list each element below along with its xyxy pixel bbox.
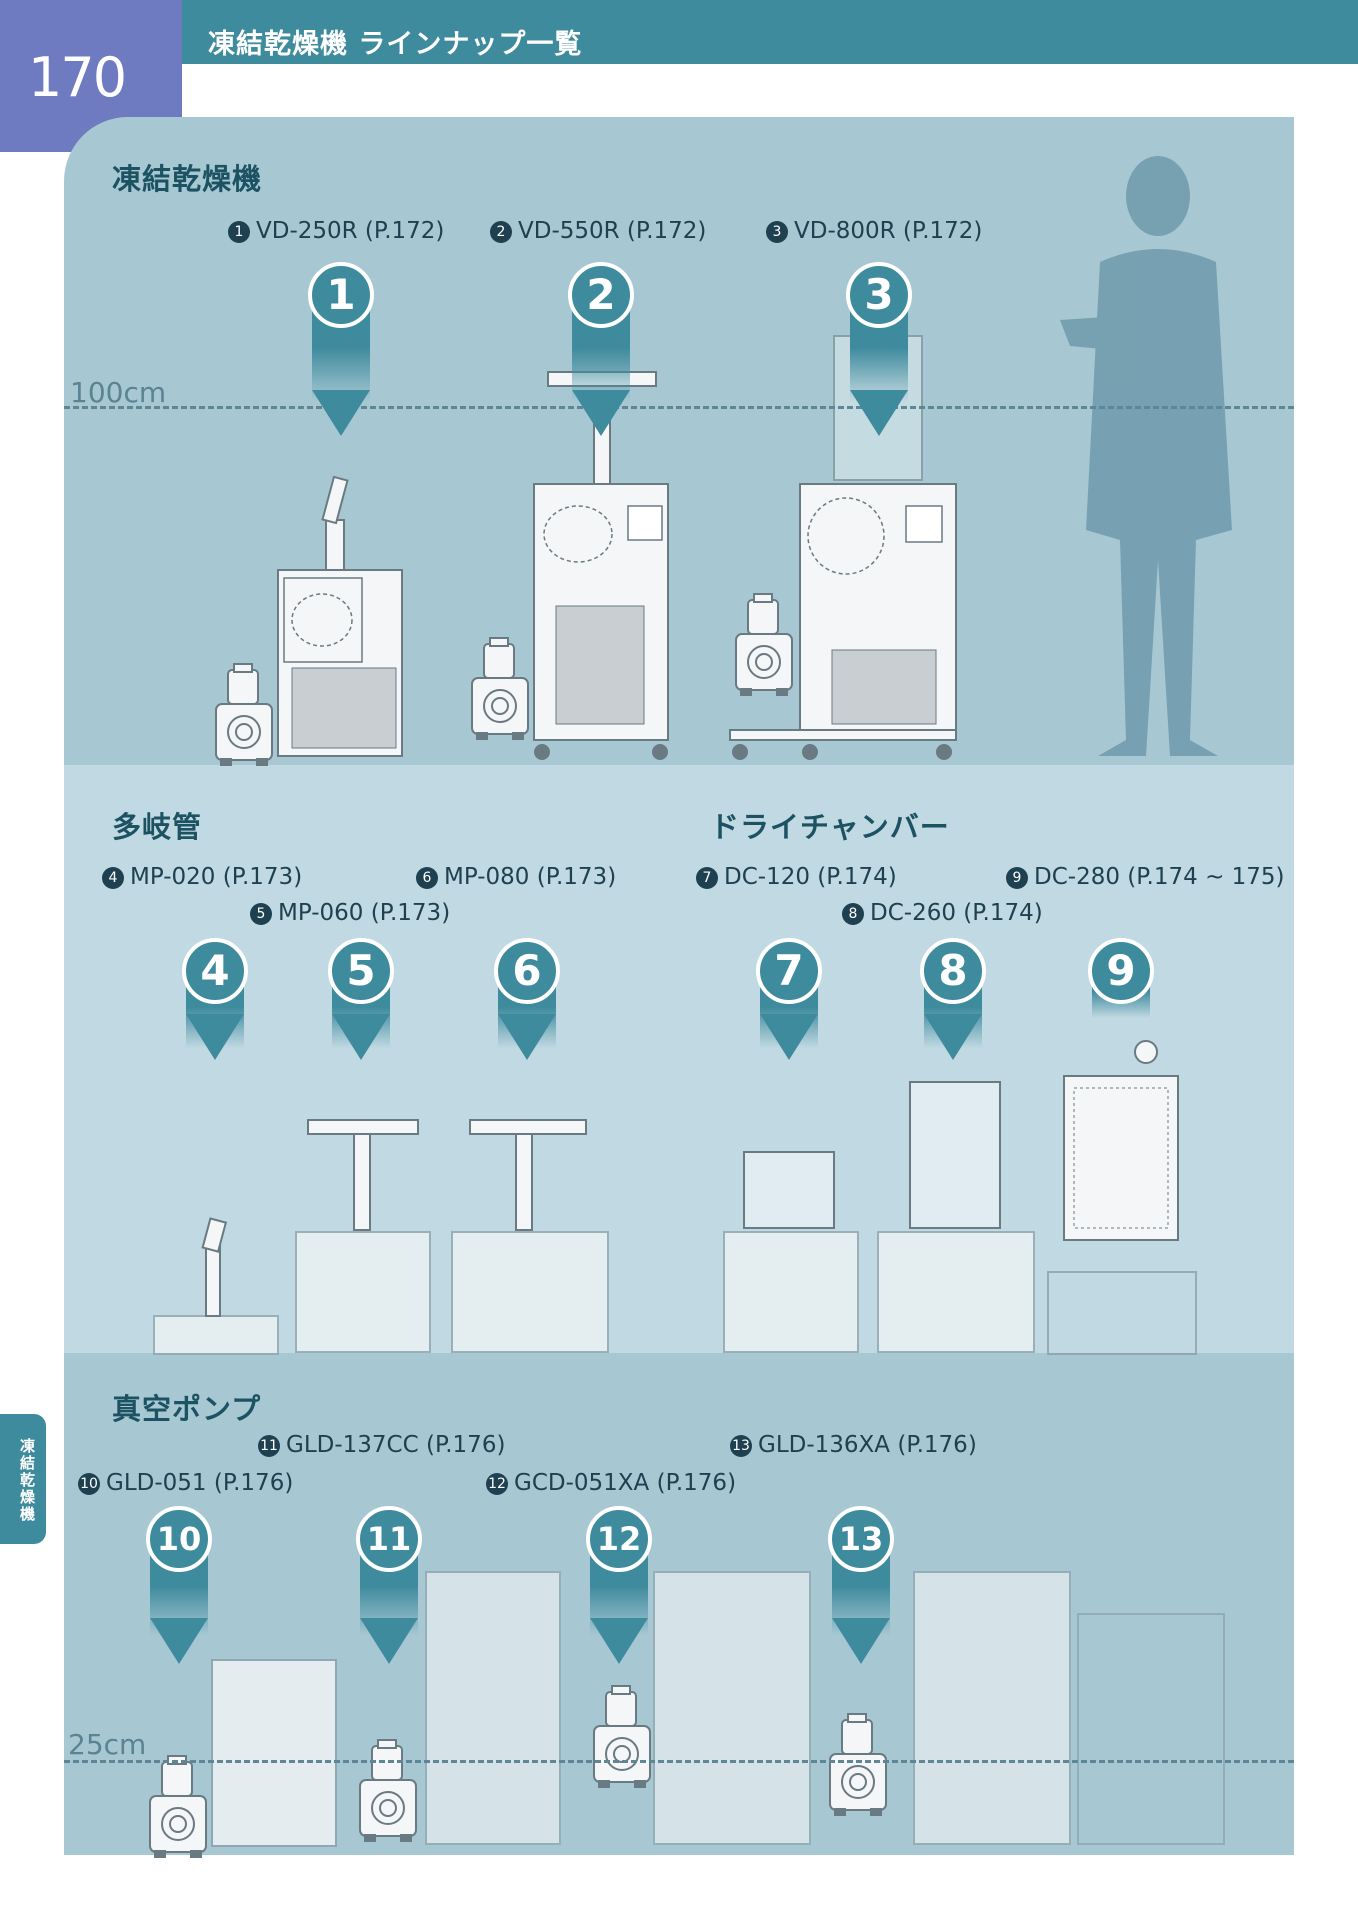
side-tab[interactable] <box>0 1414 46 1544</box>
height-line-25cm <box>64 1760 1294 1763</box>
dc-120-illustration <box>723 1151 859 1353</box>
panel-manifolds-chambers <box>64 765 1294 1353</box>
marker-9: 9 <box>1088 938 1154 1018</box>
mp-060-illustration <box>295 1119 431 1353</box>
height-line-100cm <box>64 406 1294 409</box>
marker-1: 1 <box>308 262 374 436</box>
marker-13: 13 <box>828 1506 894 1664</box>
mp-080-illustration <box>451 1119 609 1353</box>
marker-7: 7 <box>756 938 822 1060</box>
header-bar <box>182 0 1358 64</box>
section-title-freeze-dryers: 凍結乾燥機 <box>112 162 263 196</box>
vd-550r-illustration <box>471 371 669 760</box>
person-silhouette-icon <box>1060 156 1232 756</box>
gcd-051xa-illustration <box>593 1571 811 1845</box>
height-label-100cm: 100cm <box>70 376 167 409</box>
page-number: 170 <box>28 46 127 109</box>
marker-2: 2 <box>568 262 634 436</box>
gld-137cc-illustration <box>359 1571 561 1845</box>
marker-6: 6 <box>494 938 560 1060</box>
height-label-25cm: 25cm <box>68 1728 147 1761</box>
vd-250r-illustration <box>215 475 403 767</box>
gld-051-illustration <box>149 1659 337 1859</box>
side-tab-label: 凍結乾燥機 <box>18 1438 36 1523</box>
page-title: 凍結乾燥機 ラインナップ一覧 <box>208 29 583 60</box>
mp-020-illustration <box>153 1217 279 1355</box>
marker-8: 8 <box>920 938 986 1060</box>
vd-800r-illustration <box>729 335 957 760</box>
dc-260-illustration <box>877 1081 1035 1353</box>
section-title-vacuum-pumps: 真空ポンプ <box>112 1392 262 1426</box>
dc-280-illustration <box>1047 1040 1197 1355</box>
marker-11: 11 <box>356 1506 422 1664</box>
marker-3: 3 <box>846 262 912 436</box>
section-title-manifolds: 多岐管 <box>112 810 203 844</box>
marker-12: 12 <box>586 1506 652 1664</box>
panel-freeze-dryers <box>64 117 1294 765</box>
marker-4: 4 <box>182 938 248 1060</box>
gld-136xa-illustration <box>829 1571 1225 1845</box>
marker-5: 5 <box>328 938 394 1060</box>
section-title-dry-chambers: ドライチャンバー <box>710 810 950 844</box>
marker-10: 10 <box>146 1506 212 1664</box>
